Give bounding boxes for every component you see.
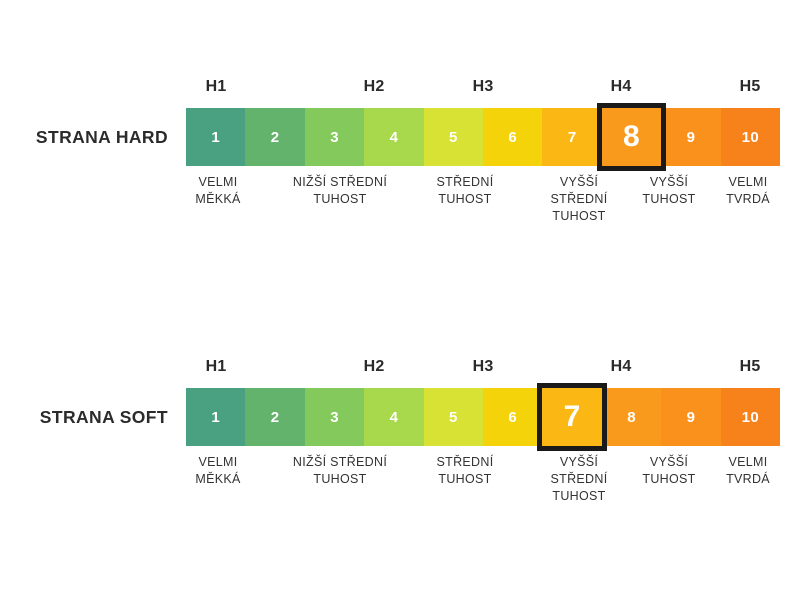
h-group-header-h2: H2 — [363, 78, 385, 95]
color-bar-hard: 1 2 3 4 5 6 7 8 9 10 — [186, 103, 781, 171]
scale-cell-5[interactable]: 5 — [423, 108, 484, 166]
scale-cell-number: 10 — [741, 128, 759, 146]
scale-cell-10[interactable]: 10 — [720, 388, 781, 446]
scale-cell-number: 5 — [449, 128, 458, 146]
scale-cell-number: 9 — [686, 128, 696, 146]
scale-cell-number: 7 — [567, 128, 577, 146]
scale-cell-3[interactable]: 3 — [304, 388, 365, 446]
scale-cell-number: 3 — [330, 408, 339, 426]
captions-hard: VELMI MĚKKÁ NIŽŠÍ STŘEDNÍ TUHOST STŘEDNÍ T… — [186, 174, 780, 240]
scale-cell-2[interactable]: 2 — [245, 108, 305, 166]
scale-cell-number: 7 — [563, 400, 581, 433]
h-group-header-h4: H4 — [610, 358, 632, 375]
scale-cell-number: 8 — [623, 120, 641, 153]
h-group-header-h2: H2 — [363, 358, 385, 375]
scale-cell-number: 2 — [270, 408, 280, 426]
scale-cell-7[interactable]: 7 — [542, 108, 602, 166]
h-group-header-h5: H5 — [739, 78, 761, 95]
scale-cell-number: 2 — [270, 128, 280, 146]
scale-caption: VELMI TVRDÁ — [726, 175, 770, 206]
h-group-header-h3: H3 — [472, 78, 494, 95]
scale-cell-3[interactable]: 3 — [304, 108, 365, 166]
scale-cell-4[interactable]: 4 — [364, 388, 424, 446]
row-label-hard: STRANA HARD — [35, 126, 168, 147]
color-bar-soft: 1 2 3 4 5 6 7 8 9 10 — [186, 383, 781, 451]
scale-cell-number: 3 — [330, 128, 339, 146]
scale-caption: VYŠŠÍ STŘEDNÍ TUHOST — [550, 455, 608, 503]
scale-cell-6[interactable]: 6 — [483, 388, 543, 446]
h-group-header-h5: H5 — [739, 358, 761, 375]
scale-cell-number: 10 — [741, 408, 759, 426]
scale-cell-9[interactable]: 9 — [661, 388, 721, 446]
h-group-header-h1: H1 — [205, 358, 227, 375]
scale-caption: VELMI MĚKKÁ — [195, 175, 241, 206]
scale-cell-5[interactable]: 5 — [423, 388, 484, 446]
scale-cell-number: 5 — [449, 408, 458, 426]
captions-soft: VELMI MĚKKÁ NIŽŠÍ STŘEDNÍ TUHOST STŘEDNÍ T… — [186, 454, 780, 520]
h-group-headers-hard: H1 H2 H3 H4 H5 — [186, 78, 780, 104]
h-group-header-h4: H4 — [610, 78, 632, 95]
scale-cell-6[interactable]: 6 — [483, 108, 543, 166]
scale-caption: STŘEDNÍ TUHOST — [436, 175, 494, 206]
scale-caption: VYŠŠÍ STŘEDNÍ TUHOST — [550, 175, 608, 223]
scale-cell-number: 4 — [389, 408, 399, 426]
scale-cell-8[interactable]: 8 — [601, 388, 662, 446]
scale-caption: VYŠŠÍ TUHOST — [642, 455, 696, 486]
scale-caption: STŘEDNÍ TUHOST — [436, 455, 494, 486]
scale-cell-10[interactable]: 10 — [720, 108, 781, 166]
scale-cell-1[interactable]: 1 — [186, 388, 246, 446]
scale-caption: VELMI TVRDÁ — [726, 455, 770, 486]
scale-cell-number: 6 — [508, 128, 518, 146]
scale-cell-2[interactable]: 2 — [245, 388, 305, 446]
h-group-header-h3: H3 — [472, 358, 494, 375]
scale-caption: VELMI MĚKKÁ — [195, 455, 241, 486]
scale-cell-number: 4 — [389, 128, 399, 146]
scale-cell-number: 6 — [508, 408, 518, 426]
scale-cell-4[interactable]: 4 — [364, 108, 424, 166]
scale-caption: VYŠŠÍ TUHOST — [642, 175, 696, 206]
h-group-headers-soft: H1 H2 H3 H4 H5 — [186, 358, 780, 384]
scale-cell-1[interactable]: 1 — [186, 108, 246, 166]
scale-cell-number: 9 — [686, 408, 696, 426]
h-group-header-h1: H1 — [205, 78, 227, 95]
row-label-soft: STRANA SOFT — [39, 406, 168, 427]
scale-cell-number: 1 — [211, 128, 221, 146]
scale-cell-selected-8[interactable]: 8 — [596, 103, 667, 171]
scale-cell-number: 1 — [211, 408, 221, 426]
scale-caption: NIŽŠÍ STŘEDNÍ TUHOST — [292, 175, 388, 206]
scale-cell-number: 8 — [627, 408, 636, 426]
scale-caption: NIŽŠÍ STŘEDNÍ TUHOST — [292, 455, 388, 486]
scale-cell-selected-7[interactable]: 7 — [537, 383, 607, 451]
scale-cell-9[interactable]: 9 — [661, 108, 721, 166]
